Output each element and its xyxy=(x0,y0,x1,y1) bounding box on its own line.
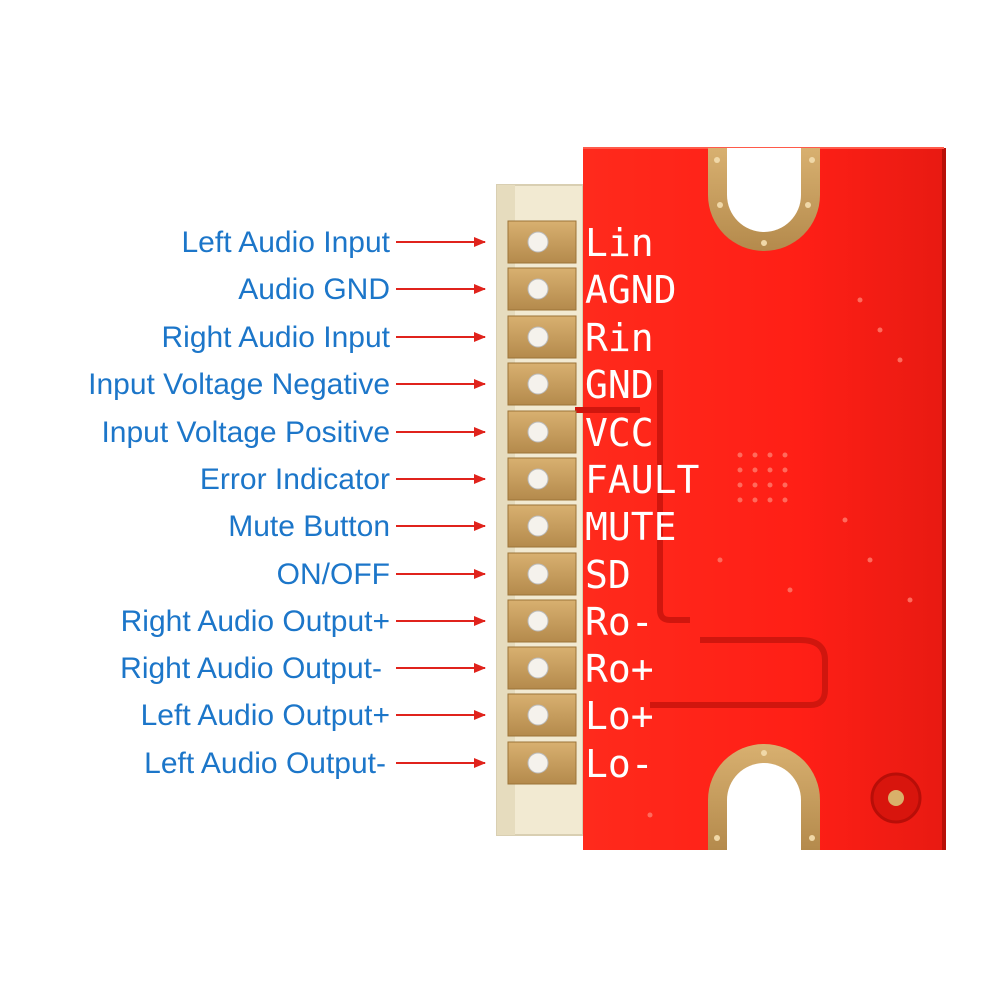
solder-joint xyxy=(527,373,549,395)
pin-description: Left Audio Output- xyxy=(144,747,386,780)
solder-joint xyxy=(527,468,549,490)
silkscreen-label: VCC xyxy=(585,411,654,455)
pin-row: Right Audio Output- Ro+ xyxy=(120,646,654,691)
silkscreen-label: GND xyxy=(585,363,654,407)
pcb-board xyxy=(583,147,946,850)
silkscreen-label: MUTE xyxy=(585,505,677,549)
mounting-hole-top xyxy=(708,148,820,251)
pin-description: Mute Button xyxy=(228,510,390,543)
pin-description: Right Audio Output+ xyxy=(121,605,390,638)
silkscreen-label: Lin xyxy=(585,221,654,265)
pin-row: Input Voltage Negative GND xyxy=(88,362,654,407)
solder-joint xyxy=(527,704,549,726)
pin-description: Input Voltage Positive xyxy=(101,416,390,449)
solder-joint xyxy=(527,657,549,679)
pin-row: Left Audio Output- Lo- xyxy=(144,741,654,786)
silkscreen-label: AGND xyxy=(585,268,677,312)
pin-row: Mute Button MUTE xyxy=(228,504,677,549)
pin-description: Right Audio Input xyxy=(161,321,390,354)
solder-joint xyxy=(527,326,549,348)
pin-row: Input Voltage Positive VCC xyxy=(101,410,654,455)
silkscreen-label: FAULT xyxy=(585,458,699,502)
mounting-hole-bottom xyxy=(708,744,820,850)
test-pad xyxy=(870,772,922,824)
solder-joint xyxy=(527,563,549,585)
header-pin-pad xyxy=(507,646,577,690)
silkscreen-label: Ro+ xyxy=(585,647,654,691)
silkscreen-label: Rin xyxy=(585,316,654,360)
pcb-vias xyxy=(647,297,913,818)
pin-description: Right Audio Output- xyxy=(120,652,382,685)
pin-row: Right Audio Input Rin xyxy=(161,315,654,360)
silkscreen-label: Lo+ xyxy=(585,694,654,738)
pin-row: Audio GND AGND xyxy=(238,267,677,312)
pcb-traces xyxy=(575,370,828,708)
pin-description: ON/OFF xyxy=(277,558,390,591)
solder-joint xyxy=(527,231,549,253)
pin-row: Left Audio Input Lin xyxy=(181,220,654,265)
solder-joint xyxy=(527,752,549,774)
pin-row: Right Audio Output+ Ro- xyxy=(121,599,654,644)
silkscreen-label: SD xyxy=(585,553,631,597)
pin-description: Input Voltage Negative xyxy=(88,368,390,401)
silkscreen-label: Ro- xyxy=(585,600,654,644)
solder-joint xyxy=(527,610,549,632)
pin-row: Error Indicator FAULT xyxy=(200,457,699,502)
pin-row: Left Audio Output+ Lo+ xyxy=(141,693,654,738)
pin-description: Audio GND xyxy=(238,273,390,306)
solder-joint xyxy=(527,421,549,443)
pin-row: ON/OFF SD xyxy=(277,552,631,597)
solder-joint xyxy=(527,278,549,300)
silkscreen-label: Lo- xyxy=(585,742,654,786)
pin-description: Error Indicator xyxy=(200,463,390,496)
pin-description: Left Audio Output+ xyxy=(141,699,390,732)
pin-rows: Left Audio Input Lin Audio GND AGND Righ… xyxy=(88,220,699,786)
pin-description: Left Audio Input xyxy=(181,226,390,259)
solder-joint xyxy=(527,515,549,537)
